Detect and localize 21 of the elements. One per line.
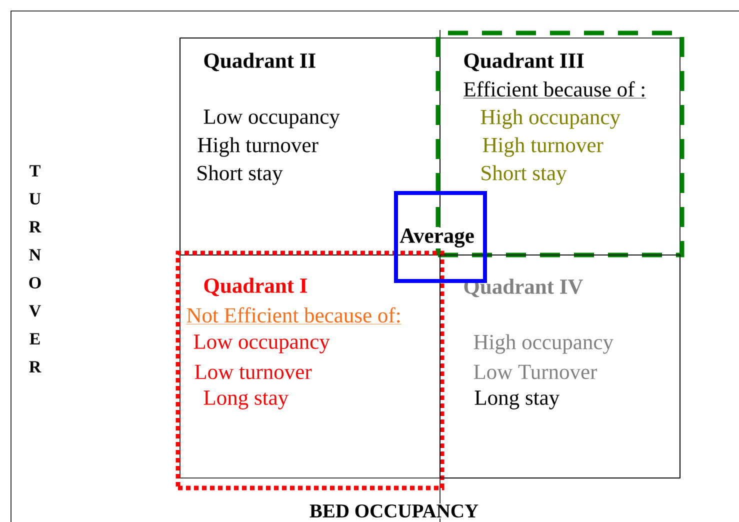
- list-item: Low Turnover: [474, 364, 598, 380]
- list-item: Long stay: [474, 390, 560, 410]
- list-item: Low occupancy: [194, 334, 330, 354]
- list-item: Long stay: [204, 390, 289, 410]
- quadrant-title: Quadrant I: [204, 278, 307, 296]
- heading-text: Efficient because of :: [463, 81, 646, 98]
- axis-label: TURNOVER: [29, 165, 42, 372]
- list-item: Short stay: [482, 165, 567, 185]
- quadrant-title: Quadrant II: [204, 52, 316, 72]
- list-item: High occupancy: [474, 334, 614, 354]
- list-item: Short stay: [198, 165, 283, 185]
- list-item: Low turnover: [194, 364, 312, 380]
- heading-text: Not Efficient because of:: [186, 307, 402, 324]
- average-label: Average: [398, 228, 476, 248]
- list-item: High turnover: [482, 137, 604, 157]
- axis-label: BED OCCUPANCY: [308, 503, 480, 519]
- list-item: High turnover: [198, 137, 318, 157]
- quadrant-title: Quadrant IV: [464, 278, 584, 298]
- list-item: High occupancy: [480, 109, 620, 129]
- list-item: Low occupancy: [204, 110, 340, 128]
- quadrant-title: Quadrant III: [464, 52, 584, 72]
